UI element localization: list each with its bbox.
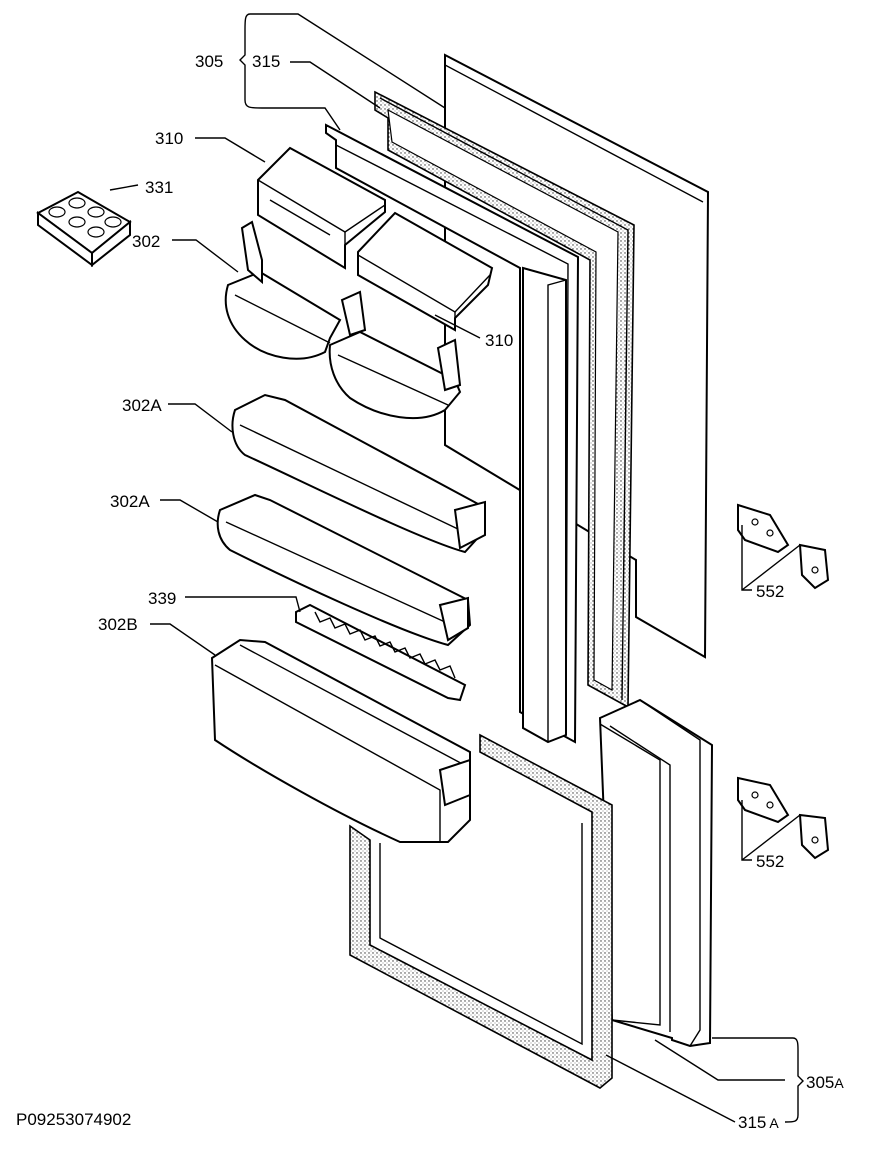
hinge-bracket-upper	[737, 503, 830, 590]
label-305a: 305A	[806, 1073, 844, 1092]
door-shelf-302a-upper	[231, 393, 487, 554]
label-305: 305	[195, 52, 223, 71]
label-552-upper: 552	[756, 582, 784, 601]
egg-tray	[36, 190, 132, 268]
bottle-retainer-339	[295, 603, 467, 702]
leader-lines	[109, 13, 804, 1123]
label-310-upper: 310	[155, 129, 183, 148]
label-302b: 302B	[98, 615, 138, 634]
door-shelf-302a-lower	[216, 493, 472, 647]
label-302a-upper: 302A	[122, 396, 162, 415]
label-302a-lower: 302A	[110, 492, 150, 511]
label-315: 315	[252, 52, 280, 71]
diagram-code: P09253074902	[16, 1110, 132, 1129]
part-labels: 305 315 310 331 302 310 302A 302A 339 30…	[98, 52, 844, 1132]
butter-dish-right	[357, 211, 494, 332]
butter-dish-left	[257, 146, 386, 270]
label-552-lower: 552	[756, 852, 784, 871]
upper-door-gasket	[374, 90, 635, 709]
label-339: 339	[148, 589, 176, 608]
bottle-shelf-302b	[210, 638, 471, 843]
label-310-lower: 310	[485, 331, 513, 350]
lower-door-panel	[598, 698, 714, 1048]
lower-door-gasket	[349, 733, 613, 1089]
upper-door-liner	[325, 123, 580, 744]
door-shelf-302	[224, 220, 462, 420]
hinge-bracket-lower	[737, 776, 830, 860]
label-302: 302	[132, 232, 160, 251]
label-331: 331	[145, 178, 173, 197]
